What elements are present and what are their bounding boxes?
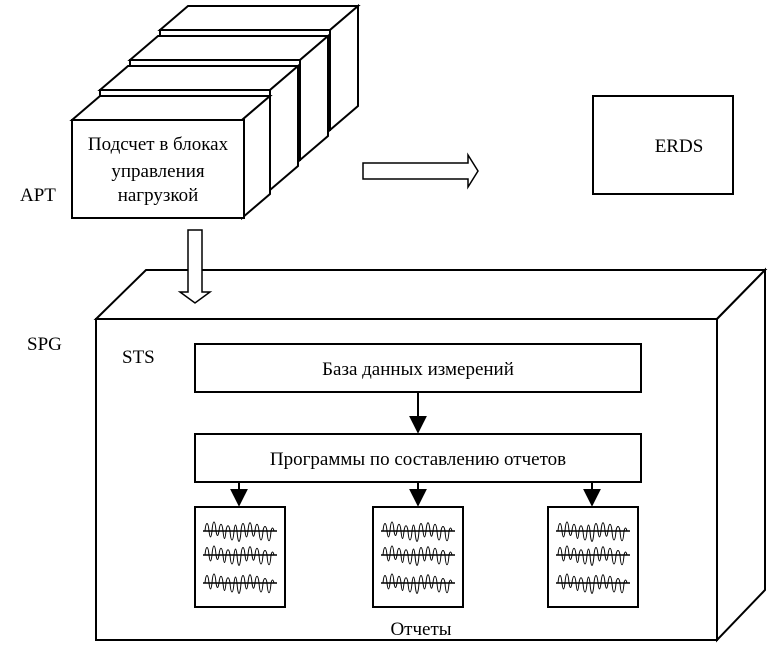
hollow-arrow-right [362,152,479,190]
programs-box: Программы по составлению отчетов [194,433,642,483]
sts-label: STS [122,347,155,368]
spg-label: SPG [27,334,62,355]
apt-text-line-3: нагрузкой [118,185,199,206]
apt-text-line-2: управления [111,161,205,182]
waveform-report-icon [373,507,463,607]
waveform-report-icon [548,507,638,607]
reports-label: Отчеты [390,619,451,640]
erds-label: ERDS [655,136,704,157]
erds-box: ERDS [592,95,734,195]
apt-label: APT [20,185,56,206]
apt-block-front: Подсчет в блоках управления нагрузкой [69,93,273,221]
database-label: База данных измерений [322,359,514,380]
waveform-report-icon [195,507,285,607]
apt-text-line-1: Подсчет в блоках [88,134,229,155]
apt-stack: Подсчет в блоках управления нагрузкой [69,3,361,221]
programs-label: Программы по составлению отчетов [270,449,566,470]
database-box: База данных измерений [194,343,642,393]
hollow-arrow-down [177,229,213,304]
